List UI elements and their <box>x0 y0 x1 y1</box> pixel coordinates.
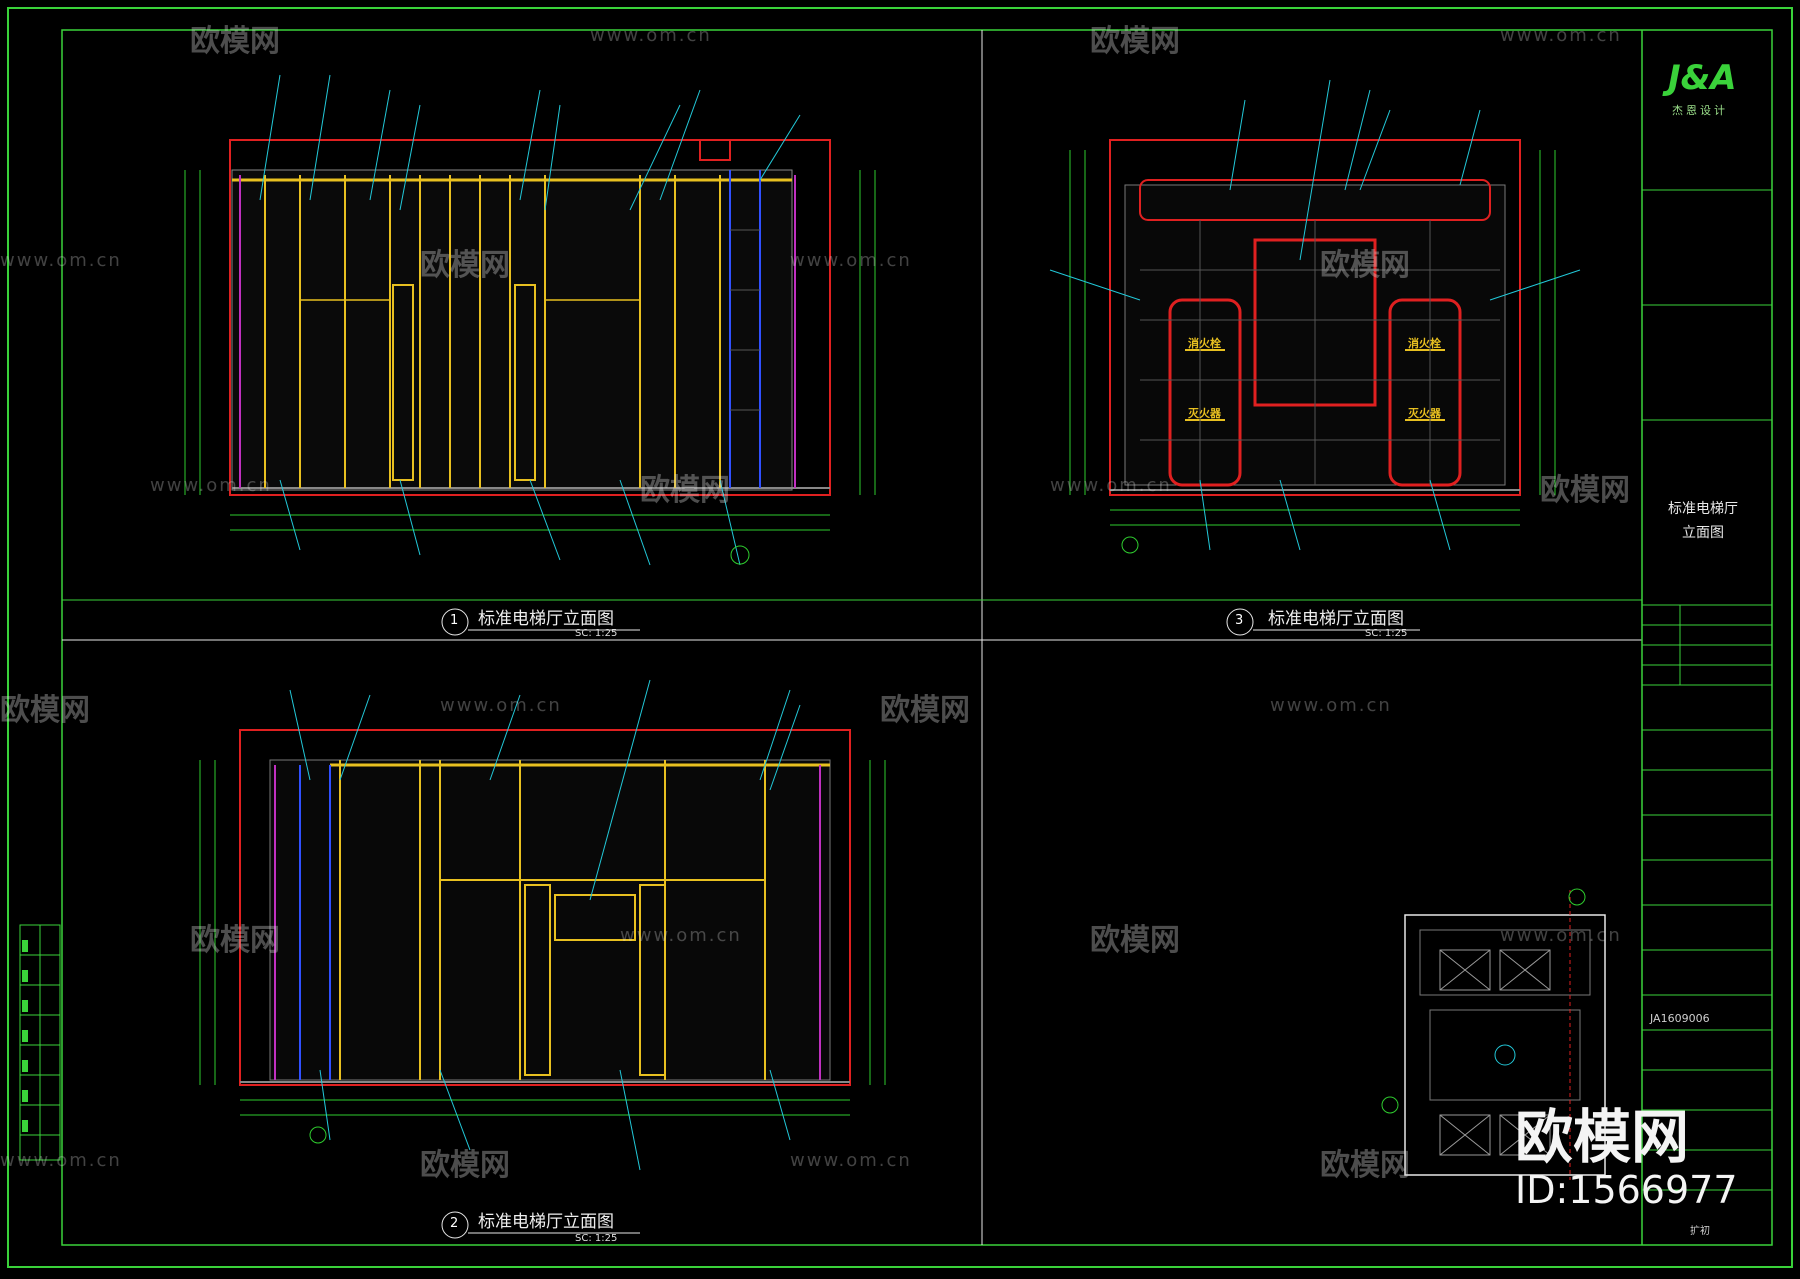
drawing-number-circle-2 <box>441 1211 469 1239</box>
drawing-scale-2: SC: 1:25 <box>575 1233 618 1244</box>
drawing-scale-3: SC: 1:25 <box>1365 628 1408 639</box>
elevation-1 <box>184 74 876 566</box>
sign-hydrant-left: 消火栓 <box>1188 337 1221 350</box>
watermark-brand-5: 欧模网 <box>640 473 730 508</box>
watermark-brand-2: 欧模网 <box>1090 24 1180 59</box>
watermark-url-8: www.om.cn <box>1270 695 1392 716</box>
watermark-brand-12: 欧模网 <box>1320 1148 1410 1183</box>
watermark-brand-3: 欧模网 <box>420 248 510 283</box>
watermark-url-2: www.om.cn <box>1500 25 1622 46</box>
watermark-url-7: www.om.cn <box>440 695 562 716</box>
sign-extinguisher-left: 灭火器 <box>1188 407 1221 420</box>
drawing-number-3: 3 <box>1235 613 1244 628</box>
drawing-scale-1: SC: 1:25 <box>575 628 618 639</box>
drawing-title-2: 标准电梯厅立面图 <box>478 1212 614 1232</box>
watermark-brand-4: 欧模网 <box>1320 248 1410 283</box>
key-plan <box>1381 888 1606 1180</box>
drawing-number-circle-3 <box>1226 608 1254 636</box>
drawing-title-1: 标准电梯厅立面图 <box>478 609 614 629</box>
drawing-name-line-1: 标准电梯厅 <box>1668 501 1738 517</box>
watermark-brand-8: 欧模网 <box>880 693 970 728</box>
logo-background <box>1660 55 1760 125</box>
drawing-number-circle-1 <box>441 608 469 636</box>
title-block-grid <box>1642 189 1772 1191</box>
drawing-title-3: 标准电梯厅立面图 <box>1268 609 1404 629</box>
watermark-url-9: www.om.cn <box>620 925 742 946</box>
watermark-url-5: www.om.cn <box>150 475 272 496</box>
sign-hydrant-right: 消火栓 <box>1408 337 1441 350</box>
watermark-url-11: www.om.cn <box>0 1150 122 1171</box>
watermark-brand-6: 欧模网 <box>1540 473 1630 508</box>
drawing-name-line-2: 立面图 <box>1682 525 1724 541</box>
watermark-url-4: www.om.cn <box>790 250 912 271</box>
drawing-number-1: 1 <box>450 613 459 628</box>
design-stage: 扩初 <box>1690 1226 1710 1237</box>
outer-frame <box>7 7 1793 1268</box>
company-logo-subtitle: 杰恩设计 <box>1672 104 1728 117</box>
project-code: JA1609006 <box>1650 1012 1710 1025</box>
watermark-url-6: www.om.cn <box>1050 475 1172 496</box>
company-logo: J&A <box>1668 58 1737 98</box>
watermark-id: ID:1566977 <box>1515 1168 1738 1212</box>
watermark-url-3: www.om.cn <box>0 250 122 271</box>
watermark-url-12: www.om.cn <box>790 1150 912 1171</box>
inner-frame <box>61 29 1773 1246</box>
left-revision-table <box>19 924 61 1161</box>
watermark-url-10: www.om.cn <box>1500 925 1622 946</box>
elevation-3 <box>1049 79 1581 554</box>
drawing-number-2: 2 <box>450 1216 459 1231</box>
watermark-brand-7: 欧模网 <box>0 693 90 728</box>
watermark-brand-large: 欧模网 <box>1515 1103 1690 1171</box>
watermark-url-1: www.om.cn <box>590 25 712 46</box>
watermark-brand-1: 欧模网 <box>190 24 280 59</box>
sign-extinguisher-right: 灭火器 <box>1408 407 1441 420</box>
watermark-brand-10: 欧模网 <box>1090 923 1180 958</box>
watermark-brand-11: 欧模网 <box>420 1148 510 1183</box>
elevation-2 <box>199 679 886 1171</box>
watermark-brand-9: 欧模网 <box>190 923 280 958</box>
